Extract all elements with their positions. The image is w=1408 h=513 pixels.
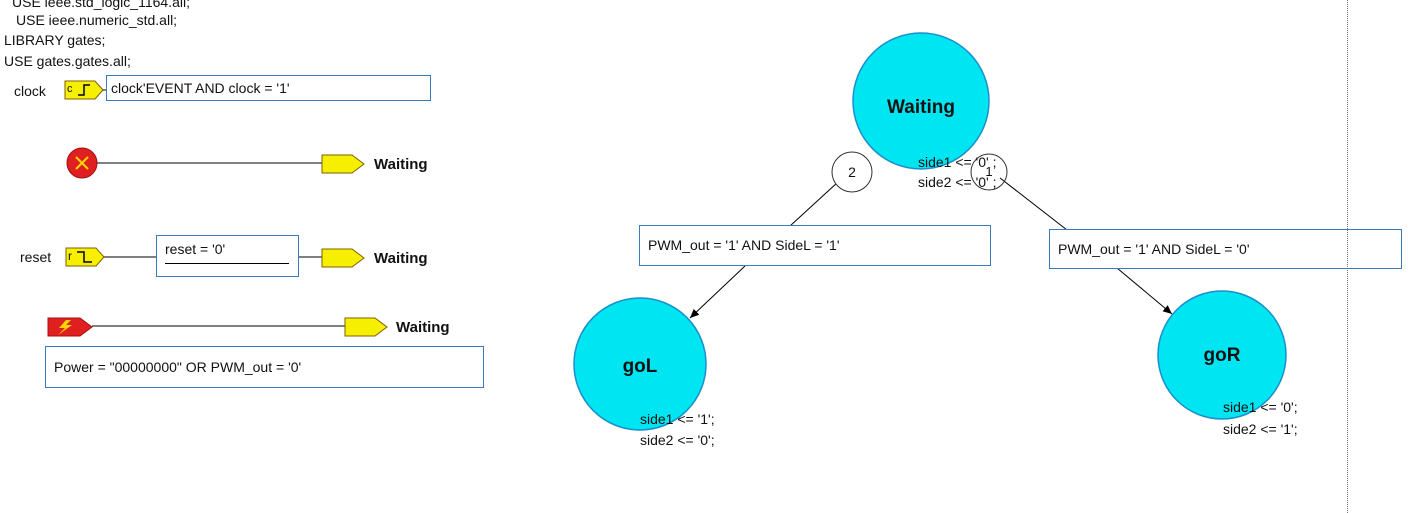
exception-target-icon[interactable] xyxy=(344,317,388,337)
state-gol-name: goL xyxy=(622,356,658,377)
state-waiting-action-1: side1 <= '0' ; xyxy=(918,154,997,170)
transition-left-condition-text: PWM_out = '1' AND SideL = '1' xyxy=(648,237,840,253)
clock-condition-text: clock'EVENT AND clock = '1' xyxy=(111,80,290,96)
priority-right-circle xyxy=(970,153,1008,191)
reset-condition-text: reset = '0' xyxy=(165,241,289,264)
state-gor-circle[interactable] xyxy=(1157,290,1287,420)
state-gol-action-2: side2 <= '0'; xyxy=(640,432,715,448)
state-gol-action-1: side1 <= '1'; xyxy=(640,411,715,427)
reset-port-glyph: r xyxy=(68,249,72,263)
priority-left-circle xyxy=(831,151,873,193)
reset-target-label: Waiting xyxy=(374,250,428,267)
exception-icon[interactable] xyxy=(47,317,93,337)
page-boundary-line xyxy=(1347,0,1348,513)
state-waiting-action-2: side2 <= '0' ; xyxy=(918,174,997,190)
transition-right-condition-text: PWM_out = '1' AND SideL = '0' xyxy=(1058,241,1250,257)
transition-right-line-top xyxy=(999,177,1068,231)
clock-port-glyph: c xyxy=(67,83,73,95)
header-line-4: USE gates.gates.all; xyxy=(4,53,131,69)
state-waiting-name: Waiting xyxy=(887,97,955,118)
state-gor-action-2: side2 <= '1'; xyxy=(1223,421,1298,437)
transition-right-line-bottom[interactable] xyxy=(1116,267,1173,315)
entry-point-icon[interactable] xyxy=(66,147,98,179)
reset-condition-box[interactable]: reset = '0' xyxy=(156,235,299,277)
exception-condition-text: Power = "00000000" OR PWM_out = '0' xyxy=(54,359,302,375)
state-gor-name: goR xyxy=(1203,345,1241,366)
state-gol-circle[interactable] xyxy=(573,297,707,431)
reset-label: reset xyxy=(20,249,52,265)
exception-condition-box[interactable]: Power = "00000000" OR PWM_out = '0' xyxy=(45,346,484,388)
state-waiting-circle[interactable] xyxy=(852,32,990,170)
entry-target-label: Waiting xyxy=(374,156,428,173)
transition-left-condition-box[interactable]: PWM_out = '1' AND SideL = '1' xyxy=(639,225,991,266)
entry-target-icon[interactable] xyxy=(321,154,365,174)
clock-condition-box[interactable]: clock'EVENT AND clock = '1' xyxy=(106,75,431,101)
transition-right-condition-box[interactable]: PWM_out = '1' AND SideL = '0' xyxy=(1049,229,1402,269)
exception-target-label: Waiting xyxy=(396,319,450,336)
header-line-1: USE ieee.std_logic_1164.all; xyxy=(12,0,190,10)
clock-label: clock xyxy=(14,83,46,99)
header-line-2: USE ieee.numeric_std.all; xyxy=(16,12,178,28)
reset-port-icon[interactable] xyxy=(65,247,105,267)
reset-target-icon[interactable] xyxy=(321,248,365,268)
state-gor-action-1: side1 <= '0'; xyxy=(1223,399,1298,415)
transition-left-line-bottom[interactable] xyxy=(689,265,746,319)
header-line-3: LIBRARY gates; xyxy=(4,32,106,48)
priority-left-label: 2 xyxy=(848,164,856,180)
clock-port-icon[interactable] xyxy=(64,80,107,100)
priority-right-label: 1 xyxy=(985,164,993,179)
